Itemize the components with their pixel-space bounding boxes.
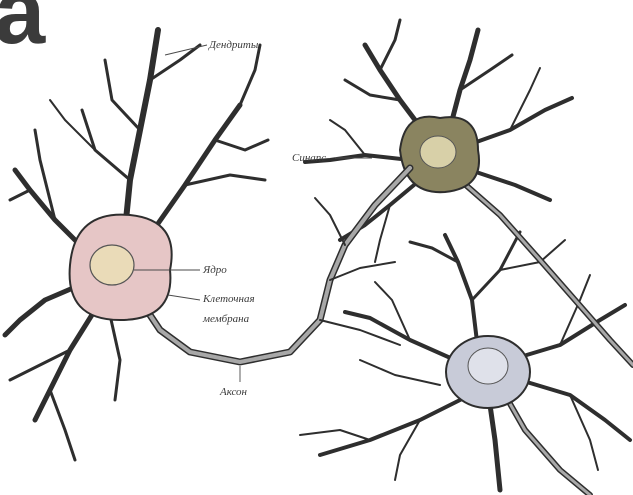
label-membrane-line2: мембрана (202, 313, 250, 325)
axon-left (140, 168, 410, 362)
label-dendrites: Дендриты (208, 39, 259, 51)
annotations: Дендриты Синапс Ядро Клеточная мембрана … (134, 39, 372, 398)
nucleus-top-right (420, 136, 456, 168)
nucleus-left (90, 245, 134, 285)
label-synapse: Синапс (292, 152, 326, 164)
dendrites-leader (165, 45, 207, 55)
label-membrane-line1: Клеточная (202, 293, 255, 305)
label-axon: Аксон (219, 386, 248, 398)
membrane-leader (168, 295, 200, 300)
nucleus-bottom-right (468, 348, 508, 384)
neuron-left (5, 30, 410, 460)
label-nucleus: Ядро (202, 264, 227, 276)
